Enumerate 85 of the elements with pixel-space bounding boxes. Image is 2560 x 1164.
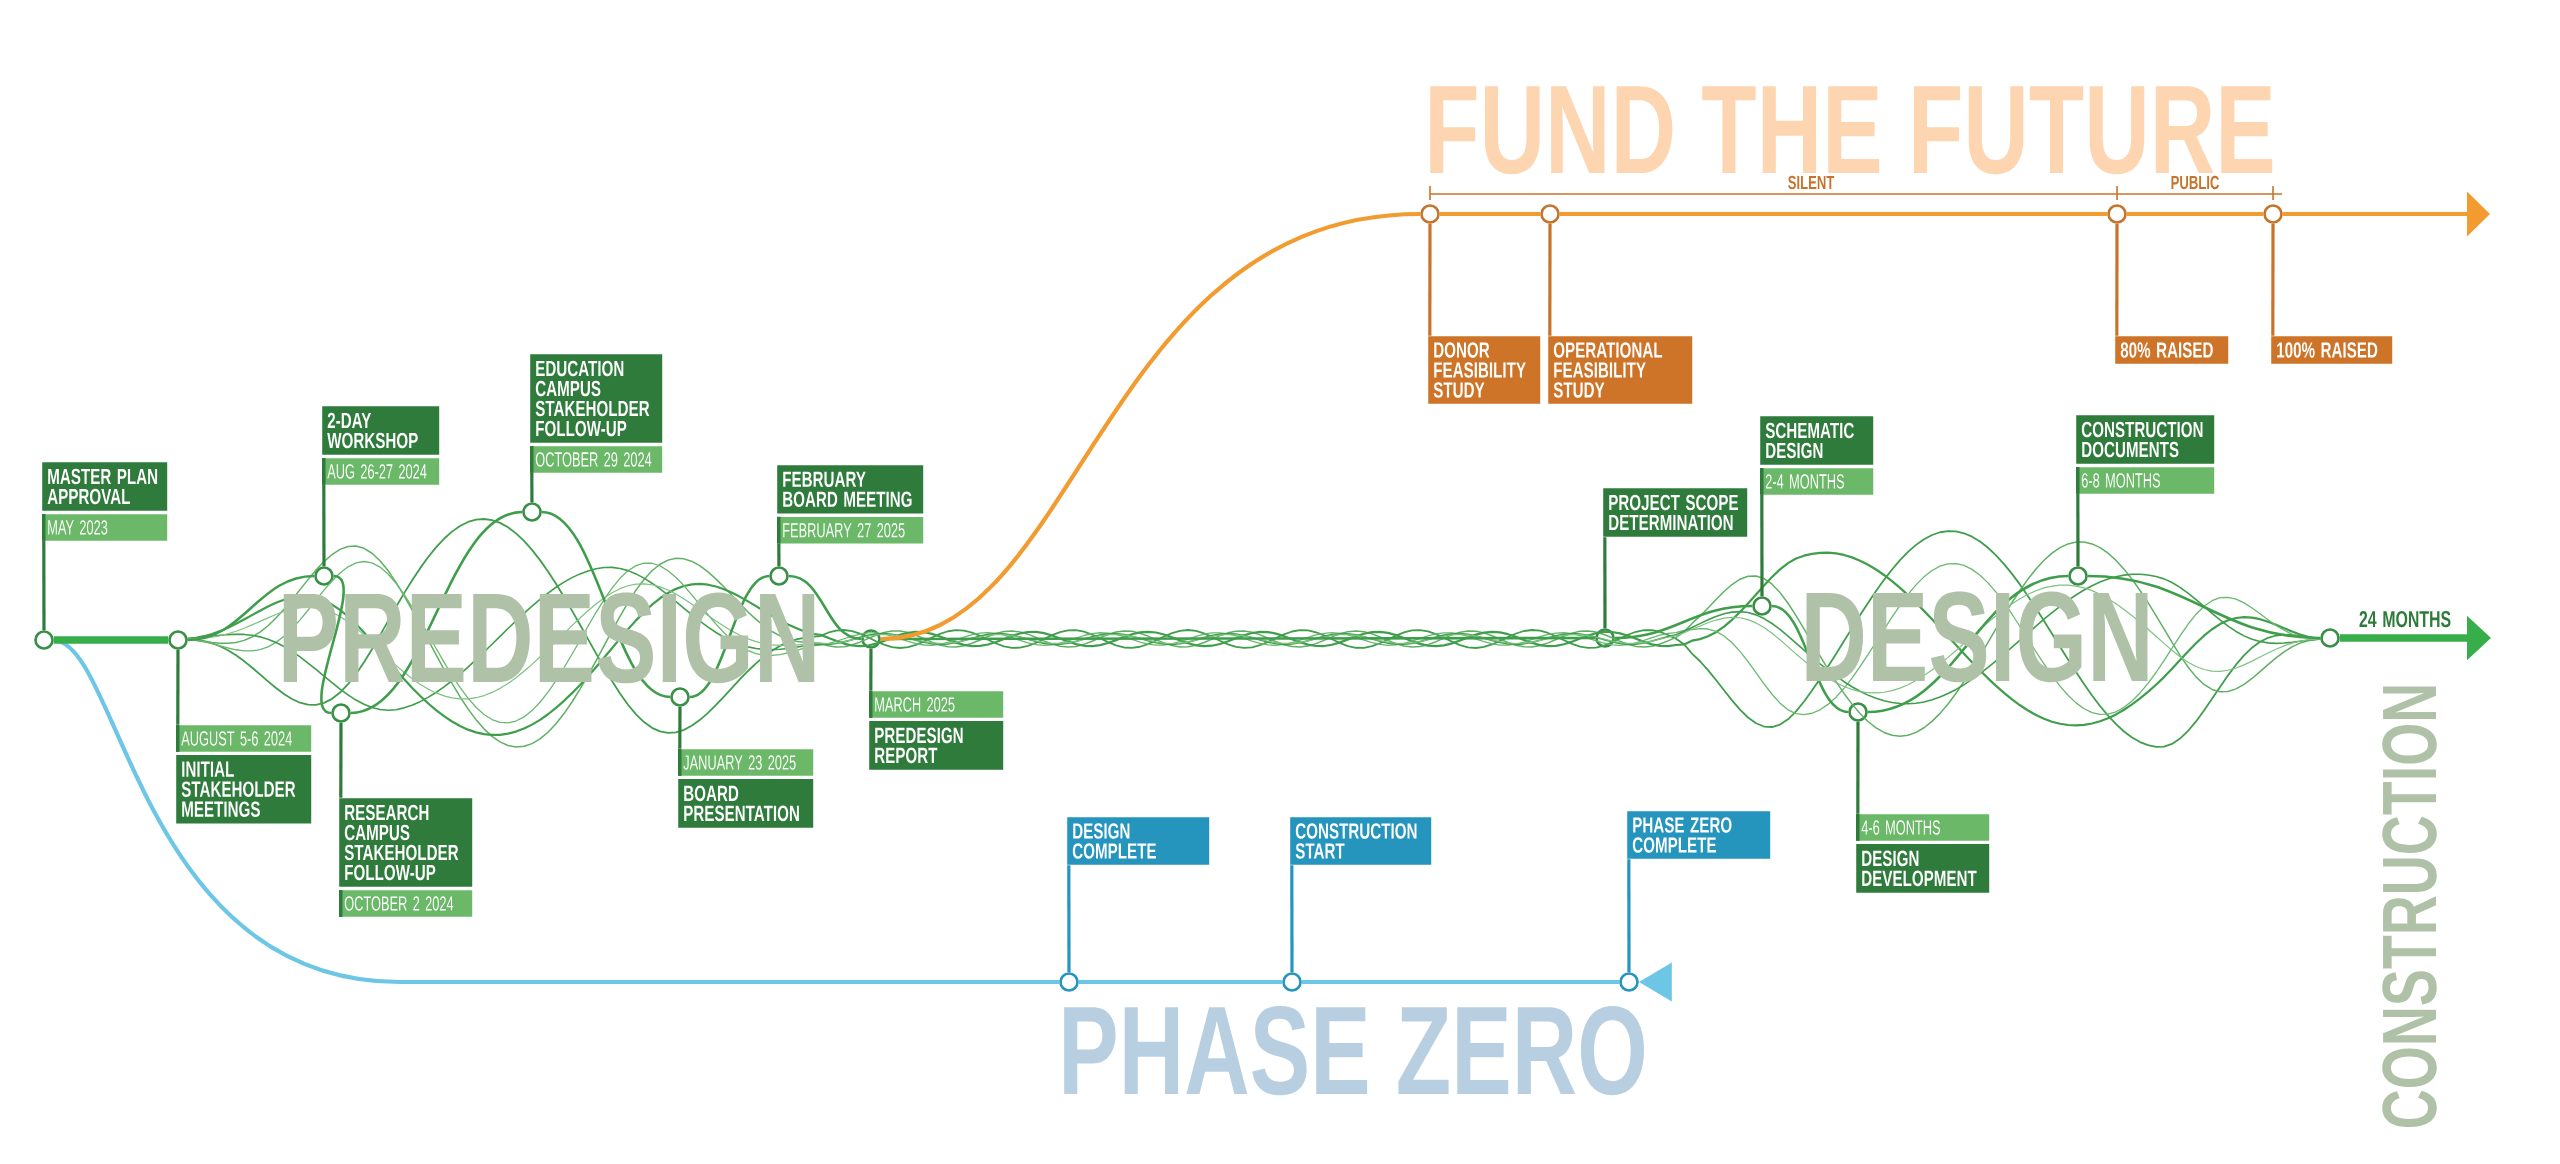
flag-pole [2271, 223, 2275, 336]
flag-pole [42, 541, 46, 631]
milestone-dot [1420, 204, 1440, 224]
date-tag: JANUARY 23 2025 [678, 749, 814, 776]
timeline-strand [1078, 979, 1283, 985]
milestone-flag: PROJECT SCOPE DETERMINATION [1603, 488, 1748, 537]
milestone-dot [168, 630, 188, 650]
milestone-flag: MASTER PLAN APPROVAL [42, 462, 168, 511]
flag-pole [1548, 223, 1552, 336]
flag-pole [2076, 494, 2080, 567]
milestone-flag: PHASE ZERO COMPLETE [1627, 811, 1771, 859]
milestone-dot [1752, 596, 1772, 616]
flag-pole [1290, 865, 1294, 973]
date-tag: OCTOBER 29 2024 [530, 445, 663, 473]
timeline-strand [1559, 211, 2108, 217]
milestone-dot [1619, 972, 1639, 992]
milestone-flag: OPERATIONAL FEASIBILITY STUDY [1548, 336, 1693, 404]
flag-pole [1428, 223, 1432, 336]
timeline-line [880, 211, 1421, 642]
milestone-flag: RESEARCH CAMPUS STAKEHOLDER FOLLOW-UP [339, 798, 473, 887]
milestone-flag: PREDESIGN REPORT [869, 721, 1004, 770]
milestone-dot [314, 566, 334, 586]
milestone-flag: 100% RAISED [2271, 336, 2393, 364]
duration-tag: 2-4 MONTHS [1760, 467, 1874, 495]
milestone-dot [1282, 972, 1302, 992]
milestone-dot [1595, 628, 1615, 648]
flag-pole [1760, 495, 1764, 597]
timeline-strand [1614, 604, 1753, 640]
date-tag: MARCH 2025 [869, 691, 1004, 718]
milestone-dot [769, 566, 789, 586]
milestone-dot [1059, 972, 1079, 992]
flag-pole [1627, 859, 1631, 973]
bracket-label: PUBLIC [2171, 175, 2220, 190]
milestone-flag: FEBRUARY BOARD MEETING [777, 465, 924, 514]
milestone-flag: 2-DAY WORKSHOP [322, 406, 440, 455]
milestone-dot [1848, 702, 1868, 722]
date-tag: FEBRUARY 27 2025 [777, 516, 924, 544]
milestone-flag: DONOR FEASIBILITY STUDY [1428, 336, 1541, 404]
milestone-dot [331, 703, 351, 723]
edge-label: 24 MONTHS [2357, 609, 2453, 629]
phase-title: CONSTRUCTION [2382, 686, 2437, 1127]
milestone-flag: CONSTRUCTION START [1290, 817, 1432, 865]
timeline-strand [1439, 211, 1541, 217]
flag-pole [2115, 223, 2119, 336]
milestone-dot [1540, 204, 1560, 224]
milestone-flag: DESIGN COMPLETE [1067, 817, 1210, 865]
milestone-dot [34, 630, 54, 650]
flag-pole [1856, 721, 1860, 814]
flag-pole [339, 722, 343, 798]
milestone-dot [2068, 566, 2088, 586]
timeline-line [53, 636, 169, 644]
milestone-dot [2320, 628, 2340, 648]
date-tag: AUGUST 5-6 2024 [176, 725, 312, 752]
flag-pole [322, 485, 326, 567]
bracket-label: SILENT [1788, 175, 1835, 190]
timeline-strand [788, 574, 862, 641]
flag-pole [678, 706, 682, 749]
milestone-flag: EDUCATION CAMPUS STAKEHOLDER FOLLOW-UP [530, 354, 663, 443]
timeline-strand [2126, 211, 2264, 217]
phase-title: PHASE ZERO [1064, 1006, 1644, 1096]
flag-pole [777, 543, 781, 567]
date-tag: MAY 2023 [42, 513, 168, 541]
milestone-dot [2263, 204, 2283, 224]
milestone-flag: DESIGN DEVELOPMENT [1856, 844, 1990, 893]
flag-pole [869, 648, 873, 691]
timeline-strand [2087, 574, 2321, 640]
flag-pole [1603, 537, 1607, 629]
date-tag: OCTOBER 2 2024 [339, 889, 473, 917]
phase-title: FUND THE FUTURE [1430, 86, 2273, 175]
milestone-dot [522, 502, 542, 522]
milestone-flag: SCHEMATIC DESIGN [1760, 416, 1874, 465]
milestone-flag: 80% RAISED [2115, 336, 2229, 364]
flag-pole [1067, 865, 1071, 973]
timeline-strand [1301, 979, 1620, 985]
timeline-strand [187, 574, 315, 642]
milestone-dot [2107, 204, 2127, 224]
milestone-dot [670, 687, 690, 707]
milestone-flag: BOARD PRESENTATION [678, 779, 814, 828]
flag-pole [176, 649, 180, 725]
flag-pole [530, 473, 534, 503]
duration-tag: 4-6 MONTHS [1856, 814, 1990, 841]
date-tag: AUG 26-27 2024 [322, 457, 440, 485]
duration-tag: 6-8 MONTHS [2076, 466, 2215, 494]
milestone-flag: CONSTRUCTION DOCUMENTS [2076, 415, 2215, 464]
milestone-flag: INITIAL STAKEHOLDER MEETINGS [176, 755, 312, 824]
